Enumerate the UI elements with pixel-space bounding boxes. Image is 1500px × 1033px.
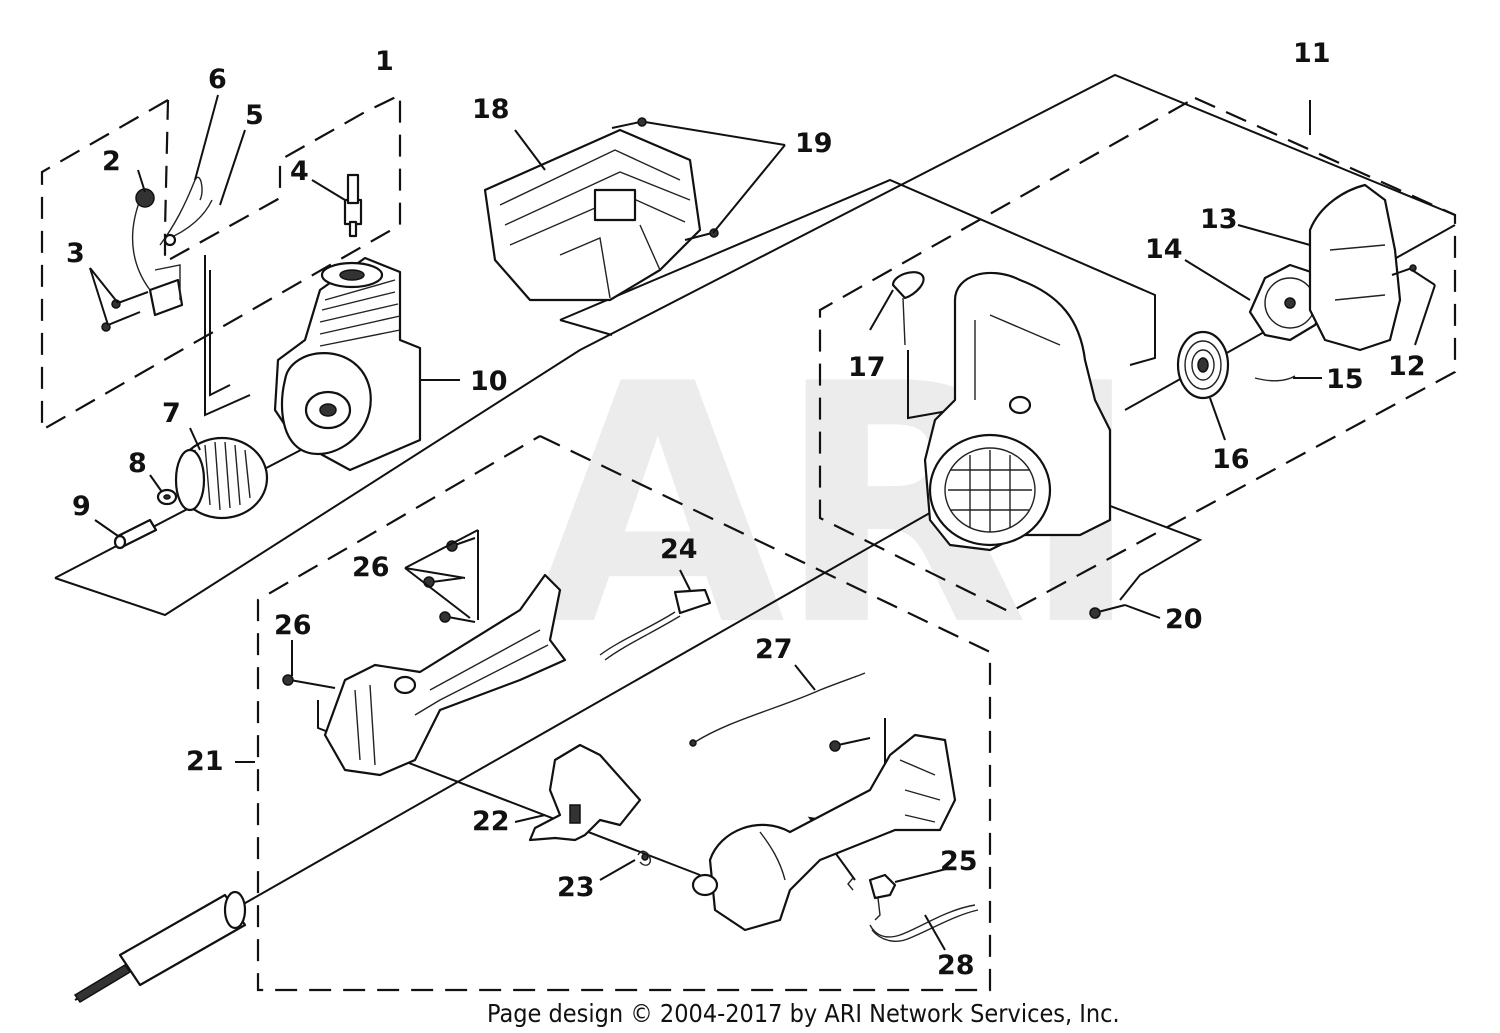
switch-wires	[869, 904, 979, 942]
drive-shaft-tube	[73, 890, 247, 1003]
callout-11: 11	[1293, 38, 1331, 69]
callout-3: 3	[66, 238, 85, 269]
callout-16: 16	[1212, 444, 1250, 475]
stop-switch	[847, 873, 897, 921]
handle-screw-right	[829, 737, 871, 752]
coil-screws	[101, 291, 149, 332]
ignition-coil	[132, 188, 184, 317]
throttle-trigger	[528, 743, 642, 842]
callout-25: 25	[940, 846, 978, 877]
handle-screws-top	[423, 537, 476, 623]
ground-wire	[159, 176, 213, 247]
callout-7: 7	[162, 398, 181, 429]
starter-housing	[923, 271, 1112, 552]
throttle-cable	[689, 672, 866, 747]
callout-24: 24	[660, 534, 698, 565]
callout-15: 15	[1326, 364, 1364, 395]
pawl-spring	[1254, 375, 1296, 382]
callout-8: 8	[128, 448, 147, 479]
callout-26-top: 26	[352, 552, 390, 583]
callout-13: 13	[1200, 204, 1238, 235]
callout-12: 12	[1388, 351, 1426, 382]
callout-18: 18	[472, 94, 510, 125]
callout-19: 19	[795, 128, 833, 159]
washer	[156, 488, 178, 506]
callout-17: 17	[848, 352, 886, 383]
handle-housing-left	[323, 573, 567, 777]
callout-labels: 1 2 3 4 5 6 7 8 9 10 11 12 13 14 15 16 1…	[66, 38, 1426, 981]
callout-26-left: 26	[274, 610, 312, 641]
callout-2: 2	[102, 146, 121, 177]
flywheel	[174, 436, 269, 520]
trigger-spring	[637, 850, 652, 866]
callout-14: 14	[1145, 234, 1183, 265]
callout-1: 1	[375, 46, 394, 77]
callout-23: 23	[557, 872, 595, 903]
handle-screw-left	[282, 674, 336, 689]
callout-21: 21	[186, 746, 224, 777]
recoil-spring	[1176, 330, 1230, 400]
handle-housing-right	[691, 733, 957, 932]
callout-20: 20	[1165, 604, 1203, 635]
callout-9: 9	[72, 491, 91, 522]
cover-screw	[1391, 264, 1417, 276]
callout-10: 10	[470, 366, 508, 397]
copyright-footer: Page design © 2004-2017 by ARI Network S…	[487, 999, 1120, 1028]
housing-screw	[1089, 604, 1126, 619]
flywheel-nut	[113, 518, 158, 550]
starter-handle	[891, 271, 925, 346]
callout-22: 22	[472, 806, 510, 837]
callout-5: 5	[245, 100, 264, 131]
engine-shroud	[483, 128, 702, 302]
callout-6: 6	[208, 64, 227, 95]
choke-lever	[599, 588, 712, 661]
engine-block	[273, 256, 422, 472]
callout-27: 27	[755, 634, 793, 665]
spark-plug	[343, 173, 363, 238]
starter-cover	[1308, 183, 1402, 352]
callout-4: 4	[290, 156, 309, 187]
callout-28: 28	[937, 950, 975, 981]
callout-leaders	[89, 94, 1436, 951]
